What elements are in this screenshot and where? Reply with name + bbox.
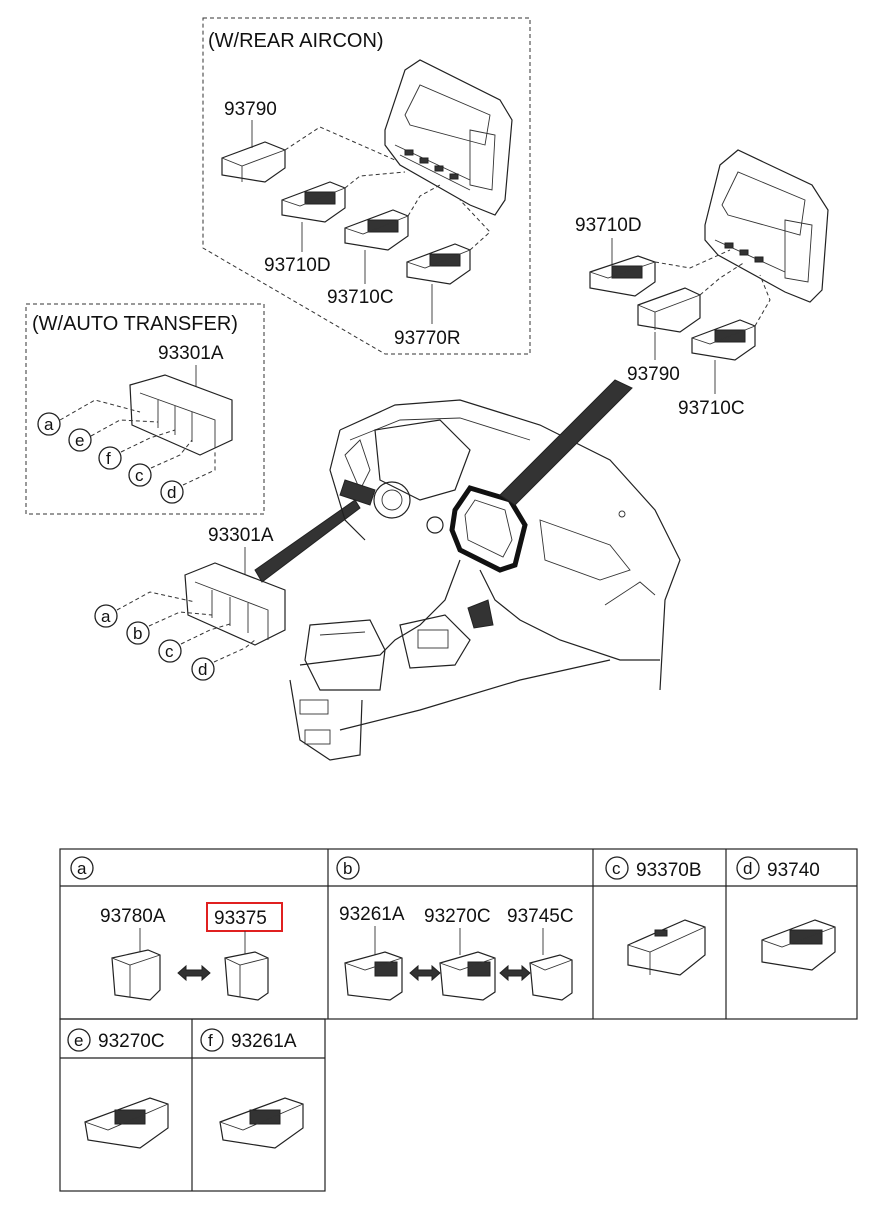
part-93261A: 93261A: [339, 904, 405, 925]
part-93375: 93375: [214, 908, 267, 929]
cell-d-key: d: [743, 859, 752, 878]
switch-93710C-right: [691, 319, 756, 361]
switch-93710D-upper: [281, 181, 346, 223]
cell-b: b 93261A 93270C 93745C: [336, 856, 574, 1001]
highlight-93375: [206, 902, 283, 932]
cell-f: f 93261A: [200, 1028, 304, 1149]
label-93770R-upper: 93770R: [394, 328, 461, 349]
label-93790-right: 93790: [627, 364, 680, 385]
letter-c-main: c: [165, 642, 174, 661]
letter-e-transfer: e: [75, 431, 84, 450]
part-93261A-f: 93261A: [231, 1031, 297, 1052]
label-93301A-transfer: 93301A: [158, 343, 224, 364]
legend-table: a 93780A 93375 b 93261A 93270C 93745C: [59, 848, 858, 1192]
center-fascia-panel-right: [704, 149, 829, 303]
center-fascia-panel-upper: [384, 59, 513, 216]
cell-e-key: e: [74, 1031, 83, 1050]
letter-b-main: b: [133, 624, 142, 643]
cell-a-key: a: [77, 859, 87, 878]
switch-assy-93301A-main: [184, 562, 286, 646]
cell-a: a 93780A 93375: [70, 856, 283, 1001]
letter-a-transfer: a: [44, 415, 54, 434]
cell-c: c 93370B: [605, 856, 706, 976]
transfer-callouts: a e f c d: [37, 399, 216, 504]
letter-d-transfer: d: [167, 483, 176, 502]
dashboard-illustration: [289, 379, 681, 761]
rear-aircon-group: (W/REAR AIRCON) 93790 93710D: [202, 17, 531, 355]
label-93710D-upper: 93710D: [264, 255, 331, 276]
letter-a-main: a: [101, 607, 111, 626]
letter-f-transfer: f: [106, 449, 111, 468]
part-93370B: 93370B: [636, 860, 702, 881]
switch-93710D-right: [589, 255, 656, 297]
cell-c-key: c: [612, 859, 621, 878]
part-93780A: 93780A: [100, 906, 166, 927]
part-93270C: 93270C: [424, 906, 491, 927]
cell-b-key: b: [343, 859, 352, 878]
switch-93790-upper: [221, 141, 286, 183]
switch-93710C-upper: [344, 209, 409, 251]
cell-f-key: f: [208, 1031, 213, 1050]
main-switch-assy-group: 93301A a b c d: [94, 499, 361, 681]
label-93710C-upper: 93710C: [327, 287, 394, 308]
letter-d-main: d: [198, 660, 207, 679]
switch-93790-right: [637, 287, 701, 333]
label-93790-upper: 93790: [224, 99, 277, 120]
switch-assy-93301A-transfer: [129, 374, 233, 456]
auto-transfer-group: (W/AUTO TRANSFER) 93301A a e f c d: [25, 303, 265, 515]
part-93740: 93740: [767, 860, 820, 881]
switch-93770R-upper: [406, 243, 471, 285]
main-callouts: a b c d: [94, 591, 256, 681]
rear-aircon-label: (W/REAR AIRCON): [208, 30, 384, 52]
part-93745C: 93745C: [507, 906, 574, 927]
cell-e: e 93270C: [67, 1028, 169, 1149]
cell-d: d 93740: [736, 856, 836, 971]
label-93710D-right: 93710D: [575, 215, 642, 236]
letter-c-transfer: c: [135, 466, 144, 485]
part-93270C-e: 93270C: [98, 1031, 165, 1052]
label-93301A-main: 93301A: [208, 525, 274, 546]
auto-transfer-label: (W/AUTO TRANSFER): [32, 313, 238, 335]
label-93710C-right: 93710C: [678, 398, 745, 419]
